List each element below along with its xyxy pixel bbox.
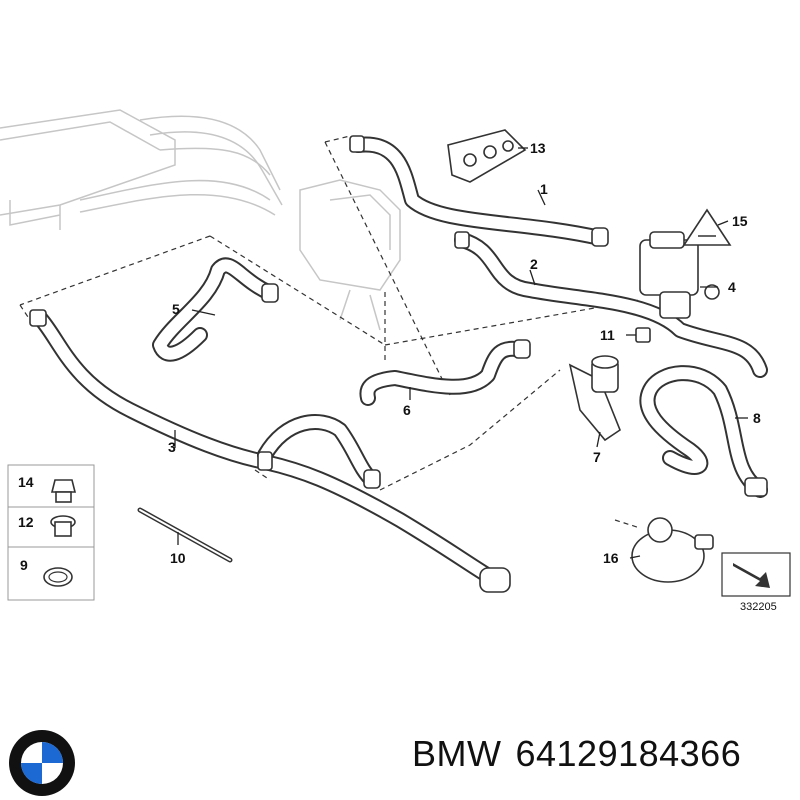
callout-12: 12 bbox=[18, 514, 34, 530]
hose-3 bbox=[29, 309, 511, 593]
callout-10: 10 bbox=[170, 550, 186, 566]
callout-9: 9 bbox=[20, 557, 28, 573]
callout-7: 7 bbox=[593, 449, 601, 465]
caption-brand: BMW bbox=[412, 733, 502, 774]
callout-3: 3 bbox=[168, 439, 176, 455]
hose-1 bbox=[349, 135, 609, 247]
callout-labels: 1 2 3 4 5 6 7 8 10 11 13 15 16 14 12 9 3… bbox=[18, 140, 777, 613]
reference-box bbox=[721, 552, 791, 597]
reference-number: 332205 bbox=[740, 601, 777, 613]
callout-1: 1 bbox=[540, 181, 548, 197]
hose-2 bbox=[454, 231, 768, 378]
callout-4: 4 bbox=[728, 279, 736, 295]
callout-13: 13 bbox=[530, 140, 546, 156]
leader-lines bbox=[174, 147, 748, 559]
callout-6: 6 bbox=[403, 402, 411, 418]
callout-2: 2 bbox=[530, 256, 538, 272]
callout-8: 8 bbox=[753, 410, 761, 426]
cable-tie-10 bbox=[137, 507, 233, 563]
hose-8 bbox=[639, 365, 768, 498]
hose-6 bbox=[359, 339, 531, 406]
water-valve-4 bbox=[639, 231, 720, 319]
hose-5 bbox=[152, 257, 279, 362]
bmw-logo bbox=[9, 730, 75, 796]
callout-5: 5 bbox=[172, 301, 180, 317]
pump-16 bbox=[631, 517, 714, 583]
caption: BMW 64129184366 bbox=[412, 733, 755, 775]
callout-14: 14 bbox=[18, 474, 34, 490]
caption-part-number: 64129184366 bbox=[515, 733, 742, 774]
callout-16: 16 bbox=[603, 550, 619, 566]
callout-11: 11 bbox=[600, 327, 615, 343]
gasket-13 bbox=[447, 129, 527, 183]
side-parts-panel bbox=[7, 464, 95, 601]
warning-sign-15 bbox=[682, 208, 732, 246]
clip-11 bbox=[635, 327, 651, 343]
dashed-guide-lines bbox=[19, 135, 641, 529]
bracket-7 bbox=[568, 355, 621, 442]
background-heater-core bbox=[0, 109, 401, 331]
callout-15: 15 bbox=[732, 213, 748, 229]
